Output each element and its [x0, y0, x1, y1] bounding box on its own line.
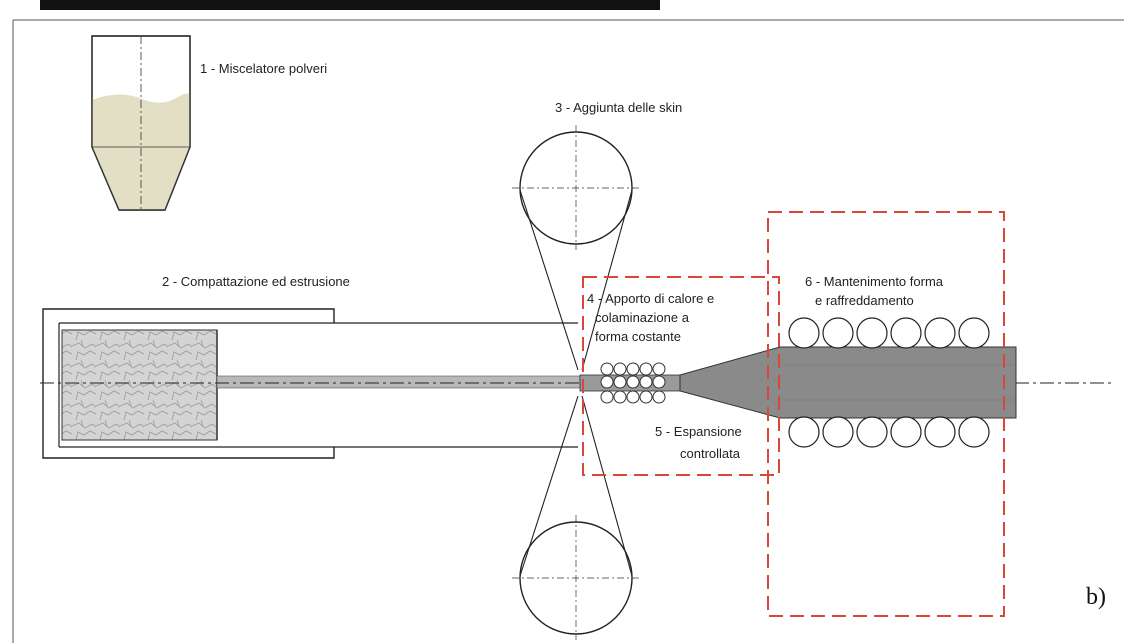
extruded-core: [216, 375, 581, 389]
panel-letter: b): [1086, 584, 1106, 610]
skin-roll-top: [512, 125, 640, 250]
extruder: [42, 308, 581, 459]
skin-sheets: [519, 189, 633, 577]
label-step1: 1 - Miscelatore polveri: [200, 61, 327, 76]
stage-6-box: [767, 211, 1005, 617]
skin-roll-bottom: [512, 515, 640, 640]
header-bar: [40, 0, 660, 10]
small-rollers-bottom: [600, 390, 666, 404]
label-step4-line3: forma costante: [595, 329, 681, 344]
label-step6-line1: 6 - Mantenimento forma: [805, 274, 944, 289]
label-step6-line2: e raffreddamento: [815, 293, 914, 308]
label-step5-line2: controllata: [680, 446, 741, 461]
stage-4-5-box: [582, 276, 780, 476]
label-step4-line2: colaminazione a: [595, 310, 690, 325]
large-rollers-bottom: [788, 416, 990, 448]
large-rollers-top: [788, 317, 990, 349]
hopper-mixer: [91, 35, 191, 211]
powder-billet: [61, 329, 218, 441]
label-step5-line1: 5 - Espansione: [655, 424, 742, 439]
small-rollers-top: [600, 362, 666, 389]
label-step2: 2 - Compattazione ed estrusione: [162, 274, 350, 289]
label-step3: 3 - Aggiunta delle skin: [555, 100, 682, 115]
label-step4-line1: 4 - Apporto di calore e: [587, 291, 714, 306]
